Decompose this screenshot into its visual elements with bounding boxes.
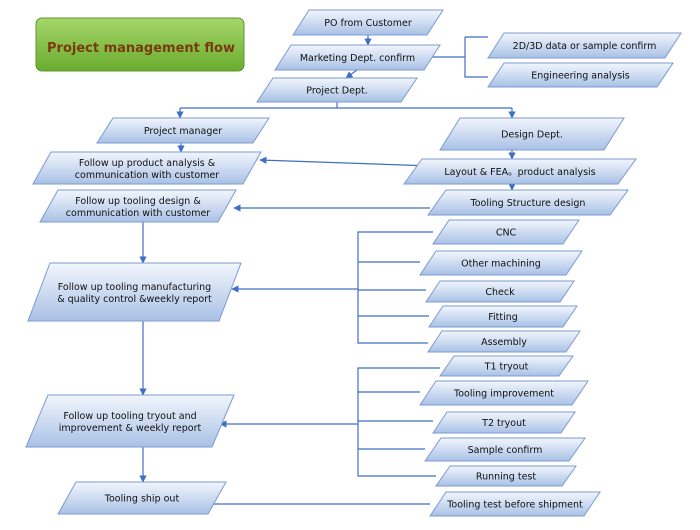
node-shape	[427, 189, 629, 216]
connector-bracket-manufacturing	[357, 231, 433, 344]
node-fu-product: Follow up product analysis &communicatio…	[32, 151, 262, 185]
node-label: Layout & FEA。product analysis	[444, 167, 595, 178]
node-shape	[439, 355, 574, 377]
node-label: Follow up tooling manufacturing	[58, 282, 211, 293]
node-layout-fea: Layout & FEA。product analysis	[403, 158, 637, 185]
node-project-manager: Project manager	[96, 117, 270, 144]
node-label: Sample confirm	[468, 445, 543, 456]
node-shape	[435, 465, 577, 487]
node-shape	[425, 280, 575, 303]
node-assembly: Assembly	[427, 330, 581, 353]
node-design-dept: Design Dept.	[439, 117, 625, 151]
node-shape	[292, 9, 444, 36]
node-shape	[25, 394, 235, 448]
node-running-test: Running test	[435, 465, 577, 487]
node-label: Check	[485, 287, 515, 298]
connector-bracket-data	[464, 37, 488, 78]
page-title: Project management flow	[47, 41, 235, 56]
connector-marketing-project	[345, 69, 358, 79]
node-shape	[427, 330, 581, 353]
node-marketing: Marketing Dept. confirm	[274, 44, 441, 71]
node-label: Other machining	[461, 259, 541, 270]
node-label: CNC	[496, 228, 517, 239]
node-label: Project Dept.	[306, 86, 367, 97]
node-label: PO from Customer	[324, 18, 412, 29]
connector-lines	[139, 35, 516, 508]
node-shape	[429, 491, 601, 517]
node-label: Tooling test before shipment	[446, 500, 583, 511]
node-data-confirm: 2D/3D data or sample confirm	[487, 32, 682, 59]
node-label: communication with customer	[66, 208, 210, 219]
node-shape	[487, 62, 674, 88]
node-shape	[424, 437, 586, 462]
node-fu-tooling-design: Follow up tooling design &communication …	[39, 189, 237, 223]
node-label: T1 tryout	[484, 362, 529, 373]
node-check: Check	[425, 280, 575, 303]
node-shape	[432, 411, 576, 434]
node-project-dept: Project Dept.	[256, 77, 418, 103]
node-fu-manufacturing: Follow up tooling manufacturing& quality…	[27, 262, 242, 322]
node-label: & quality control &weekly report	[57, 294, 212, 305]
node-tooling-improvement: Tooling improvement	[419, 380, 589, 406]
node-po: PO from Customer	[292, 9, 444, 36]
node-t2: T2 tryout	[432, 411, 576, 434]
node-cnc: CNC	[432, 219, 580, 245]
node-label: Tooling improvement	[453, 389, 554, 400]
node-label: Marketing Dept. confirm	[300, 53, 415, 64]
node-shape	[419, 250, 583, 276]
connector-layout-to-fu	[259, 156, 433, 167]
node-label: Running test	[476, 472, 536, 483]
node-t1: T1 tryout	[439, 355, 574, 377]
node-label: Follow up product analysis &	[79, 158, 216, 169]
node-test-before-shipment: Tooling test before shipment	[429, 491, 601, 517]
node-label: improvement & weekly report	[59, 423, 202, 434]
node-shape	[432, 219, 580, 245]
node-ship-out: Tooling ship out	[57, 481, 227, 515]
node-fu-tryout: Follow up tooling tryout andimprovement …	[25, 394, 235, 448]
node-shape	[403, 158, 637, 185]
node-label: Tooling Structure design	[470, 198, 586, 209]
node-fitting: Fitting	[428, 305, 578, 328]
node-eng-analysis: Engineering analysis	[487, 62, 674, 88]
node-label: Engineering analysis	[531, 71, 630, 82]
node-label: Follow up tooling tryout and	[63, 411, 196, 422]
node-shape	[96, 117, 270, 144]
node-label: Follow up tooling design &	[75, 196, 201, 207]
node-shape	[439, 117, 625, 151]
node-label: Tooling ship out	[104, 494, 180, 505]
node-shape	[487, 32, 682, 59]
node-label: T2 tryout	[481, 418, 526, 429]
node-shape	[274, 44, 441, 71]
node-label: 2D/3D data or sample confirm	[513, 41, 657, 52]
node-label: Fitting	[488, 312, 518, 323]
node-label: Assembly	[481, 337, 527, 348]
node-shape	[428, 305, 578, 328]
node-shape	[419, 380, 589, 406]
node-shape	[39, 189, 237, 223]
node-label: Project manager	[144, 126, 222, 137]
title-box: Project management flow	[35, 17, 245, 72]
node-label: Design Dept.	[501, 130, 563, 141]
node-shape	[32, 151, 262, 185]
node-tooling-structure: Tooling Structure design	[427, 189, 629, 216]
connector-bracket-tryout	[357, 367, 440, 477]
node-other-machining: Other machining	[419, 250, 583, 276]
node-shape	[57, 481, 227, 515]
node-label: communication with customer	[75, 170, 219, 181]
node-shape	[256, 77, 418, 103]
node-sample-confirm: Sample confirm	[424, 437, 586, 462]
node-shape	[27, 262, 242, 322]
